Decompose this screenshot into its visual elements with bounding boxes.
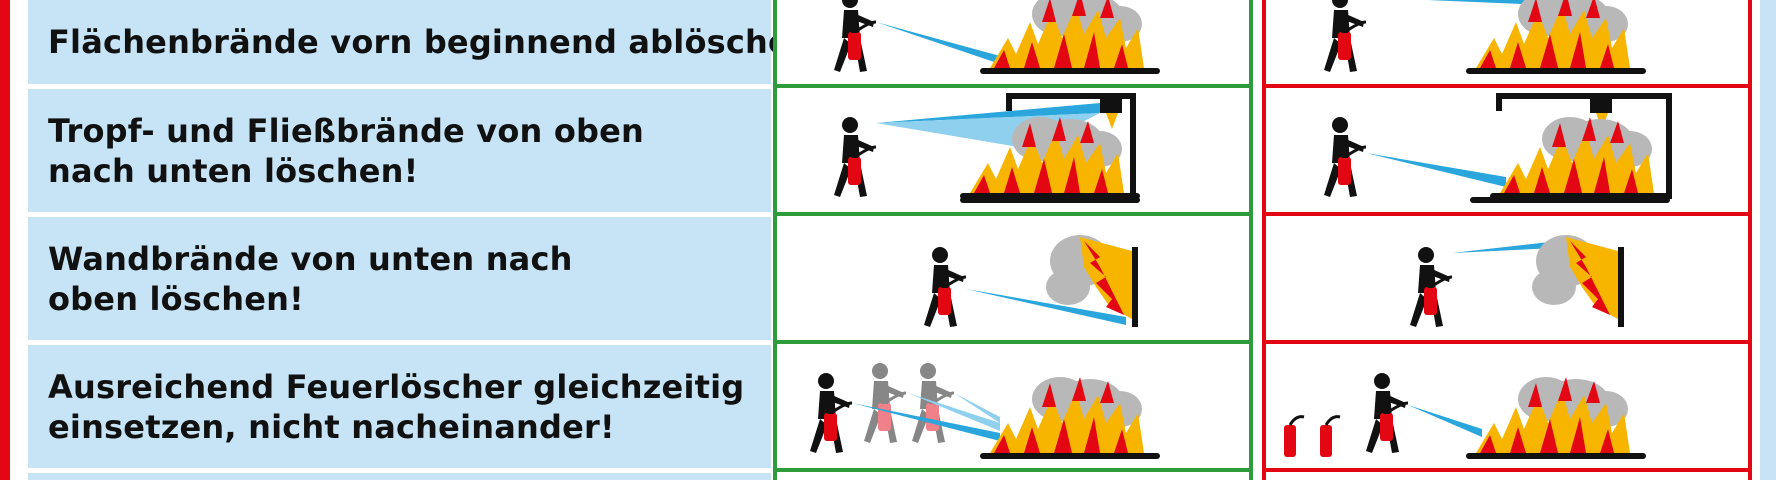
- left-gap: [10, 0, 28, 480]
- person-with-extinguisher-icon: [1364, 371, 1410, 455]
- row-separator: [28, 340, 771, 345]
- row-separator: [28, 468, 771, 473]
- wrong-single-extinguisher-illustration: [1284, 371, 1646, 459]
- right-blue-edge: [1760, 0, 1776, 480]
- instruction-label-cell: Flächenbrände vorn beginnend ablöschen!: [28, 0, 828, 84]
- correct-flat-fire-illustration: [832, 0, 1160, 74]
- instruction-line: nach unten löschen!: [48, 151, 419, 190]
- person-with-extinguisher-icon: [922, 245, 968, 329]
- correct-row-divider: [773, 468, 1253, 472]
- instruction-row-4: Ausreichend Feuerlöscher gleichzeitig ei…: [28, 345, 1752, 468]
- extinguisher-spray-icon: [876, 103, 1100, 123]
- correct-row-divider: [773, 340, 1253, 344]
- correct-row-divider: [773, 84, 1253, 88]
- instruction-row-3: Wandbrände von unten nach oben löschen!: [28, 217, 1752, 340]
- fire-icon: [980, 0, 1160, 74]
- person-with-extinguisher-icon: [1322, 115, 1368, 199]
- instruction-line: Tropf- und Fließbrände von oben: [48, 111, 645, 150]
- person-with-extinguisher-icon: [808, 371, 854, 455]
- fire-icon: [1466, 377, 1646, 459]
- instruction-text: Tropf- und Fließbrände von oben nach unt…: [48, 111, 644, 191]
- instruction-label-cell: Tropf- und Fließbrände von oben nach unt…: [28, 89, 771, 212]
- idle-extinguisher-icon: [1320, 425, 1332, 457]
- wrong-row-divider: [1262, 468, 1752, 472]
- instruction-row-5-partial: [28, 473, 1752, 480]
- instruction-label-cell: Wandbrände von unten nach oben löschen!: [28, 217, 771, 340]
- extinguisher-spray-icon: [966, 289, 1126, 325]
- left-red-border: [0, 0, 10, 480]
- wrong-row-divider: [1262, 84, 1752, 88]
- person-with-extinguisher-icon: [862, 361, 908, 445]
- instruction-line: einsetzen, nicht nacheinander!: [48, 407, 615, 446]
- extinguisher-spray-icon: [1408, 405, 1482, 437]
- row-separator: [28, 212, 771, 217]
- wrong-flat-fire-illustration: [1322, 0, 1646, 74]
- fire-icon: [1490, 117, 1670, 199]
- fire-icon: [980, 377, 1160, 459]
- person-with-extinguisher-icon: [1322, 0, 1368, 74]
- extinguisher-spray-icon: [1366, 153, 1506, 187]
- idle-extinguisher-icon: [1284, 425, 1296, 457]
- extinguisher-spray-icon: [876, 22, 1000, 64]
- correct-row-divider: [773, 212, 1253, 216]
- wrong-row-divider: [1262, 212, 1752, 216]
- right-gap: [1752, 0, 1760, 480]
- instruction-label-cell: Ausreichend Feuerlöscher gleichzeitig ei…: [28, 345, 771, 468]
- row-separator: [28, 84, 771, 89]
- instruction-label-cell: [28, 473, 771, 480]
- fire-icon: [1466, 0, 1646, 74]
- instruction-row-2: Tropf- und Fließbrände von oben nach unt…: [28, 89, 1752, 212]
- wrong-drip-fire-illustration: [1322, 93, 1672, 203]
- correct-multiple-extinguishers-illustration: [808, 361, 1160, 459]
- correct-column: [773, 0, 1253, 480]
- instruction-line: oben löschen!: [48, 279, 304, 318]
- instruction-text: Ausreichend Feuerlöscher gleichzeitig ei…: [48, 367, 744, 447]
- instruction-text: Wandbrände von unten nach oben löschen!: [48, 239, 573, 319]
- wrong-wall-fire-illustration: [1408, 235, 1624, 329]
- person-with-extinguisher-icon: [832, 115, 878, 199]
- correct-drip-fire-illustration: [832, 93, 1140, 203]
- extinguisher-spray-icon: [852, 403, 1000, 441]
- wrong-row-divider: [1262, 340, 1752, 344]
- person-with-extinguisher-icon: [1408, 245, 1454, 329]
- instruction-line: Flächenbrände vorn beginnend ablöschen!: [48, 23, 828, 61]
- correct-wall-fire-illustration: [922, 235, 1138, 329]
- instruction-row-1: Flächenbrände vorn beginnend ablöschen!: [28, 0, 1752, 84]
- fire-icon: [1532, 235, 1624, 327]
- instruction-line: Ausreichend Feuerlöscher gleichzeitig: [48, 367, 745, 406]
- instruction-line: Wandbrände von unten nach: [48, 239, 573, 278]
- person-with-extinguisher-icon: [832, 0, 878, 74]
- instruction-text: Flächenbrände vorn beginnend ablöschen!: [48, 22, 828, 62]
- wrong-column: [1262, 0, 1752, 480]
